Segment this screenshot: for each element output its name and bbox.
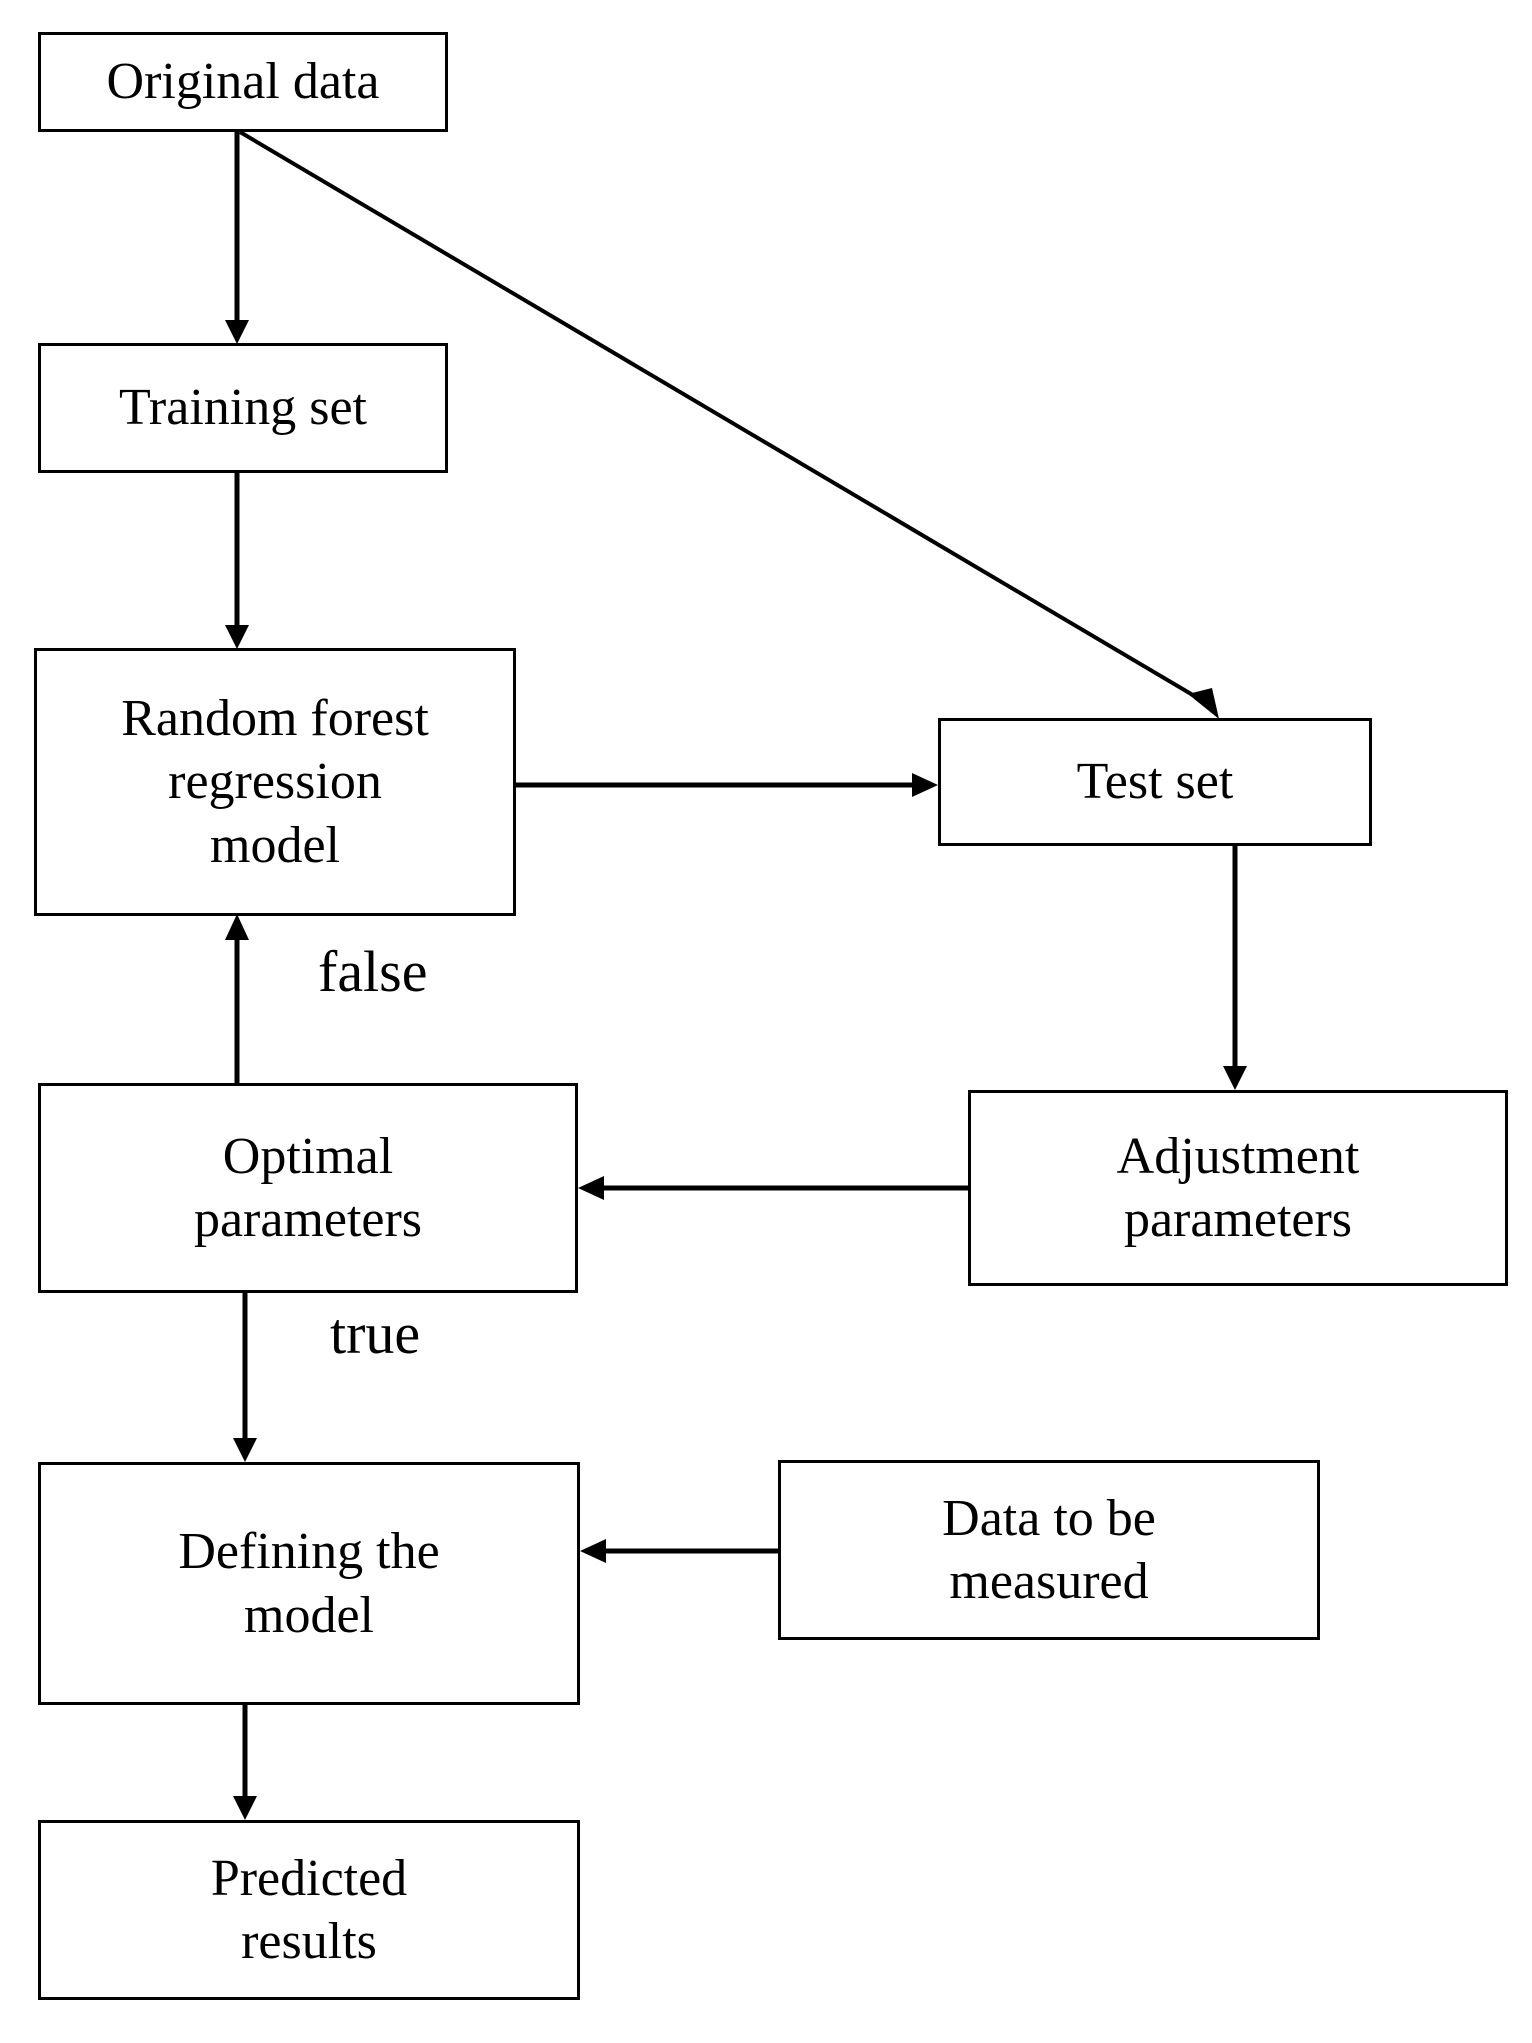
edge-testset-to-adjust bbox=[1223, 846, 1247, 1090]
node-predicted-results[interactable]: Predicted results bbox=[38, 1820, 580, 2000]
edge-rfmodel-to-testset bbox=[516, 773, 938, 797]
node-optimal-parameters-label: Optimal parameters bbox=[193, 1127, 423, 1248]
node-defining-the-model[interactable]: Defining the model bbox=[38, 1462, 580, 1705]
edge-original-to-training bbox=[225, 132, 249, 344]
edge-label-true: true bbox=[330, 1301, 421, 1366]
node-predicted-results-label: Predicted results bbox=[210, 1849, 408, 1970]
edge-adjust-to-optimal bbox=[578, 1176, 968, 1200]
edge-optimal-to-rfmodel bbox=[225, 914, 249, 1083]
edge-optimal-to-defining bbox=[233, 1293, 257, 1462]
node-defining-the-model-label: Defining the model bbox=[178, 1523, 440, 1644]
node-data-to-be-measured[interactable]: Data to be measured bbox=[778, 1460, 1320, 1640]
node-training-set[interactable]: Training set bbox=[38, 343, 448, 473]
node-original-data[interactable]: Original data bbox=[38, 32, 448, 132]
node-original-data-label: Original data bbox=[106, 53, 380, 111]
node-random-forest-regression-model[interactable]: Random forest regression model bbox=[34, 648, 516, 916]
node-training-set-label: Training set bbox=[119, 379, 367, 437]
node-test-set-label: Test set bbox=[1076, 753, 1234, 811]
node-optimal-parameters[interactable]: Optimal parameters bbox=[38, 1083, 578, 1293]
edge-training-to-rfmodel bbox=[225, 473, 249, 649]
node-data-to-be-measured-label: Data to be measured bbox=[942, 1489, 1156, 1610]
edge-defining-to-predicted bbox=[233, 1705, 257, 1820]
node-test-set[interactable]: Test set bbox=[938, 718, 1372, 846]
node-adjustment-parameters-label: Adjustment parameters bbox=[1116, 1127, 1360, 1248]
node-adjustment-parameters[interactable]: Adjustment parameters bbox=[968, 1090, 1508, 1286]
edge-label-false: false bbox=[318, 939, 428, 1004]
edge-measured-to-defining bbox=[580, 1539, 778, 1563]
node-random-forest-regression-model-label: Random forest regression model bbox=[121, 689, 429, 874]
